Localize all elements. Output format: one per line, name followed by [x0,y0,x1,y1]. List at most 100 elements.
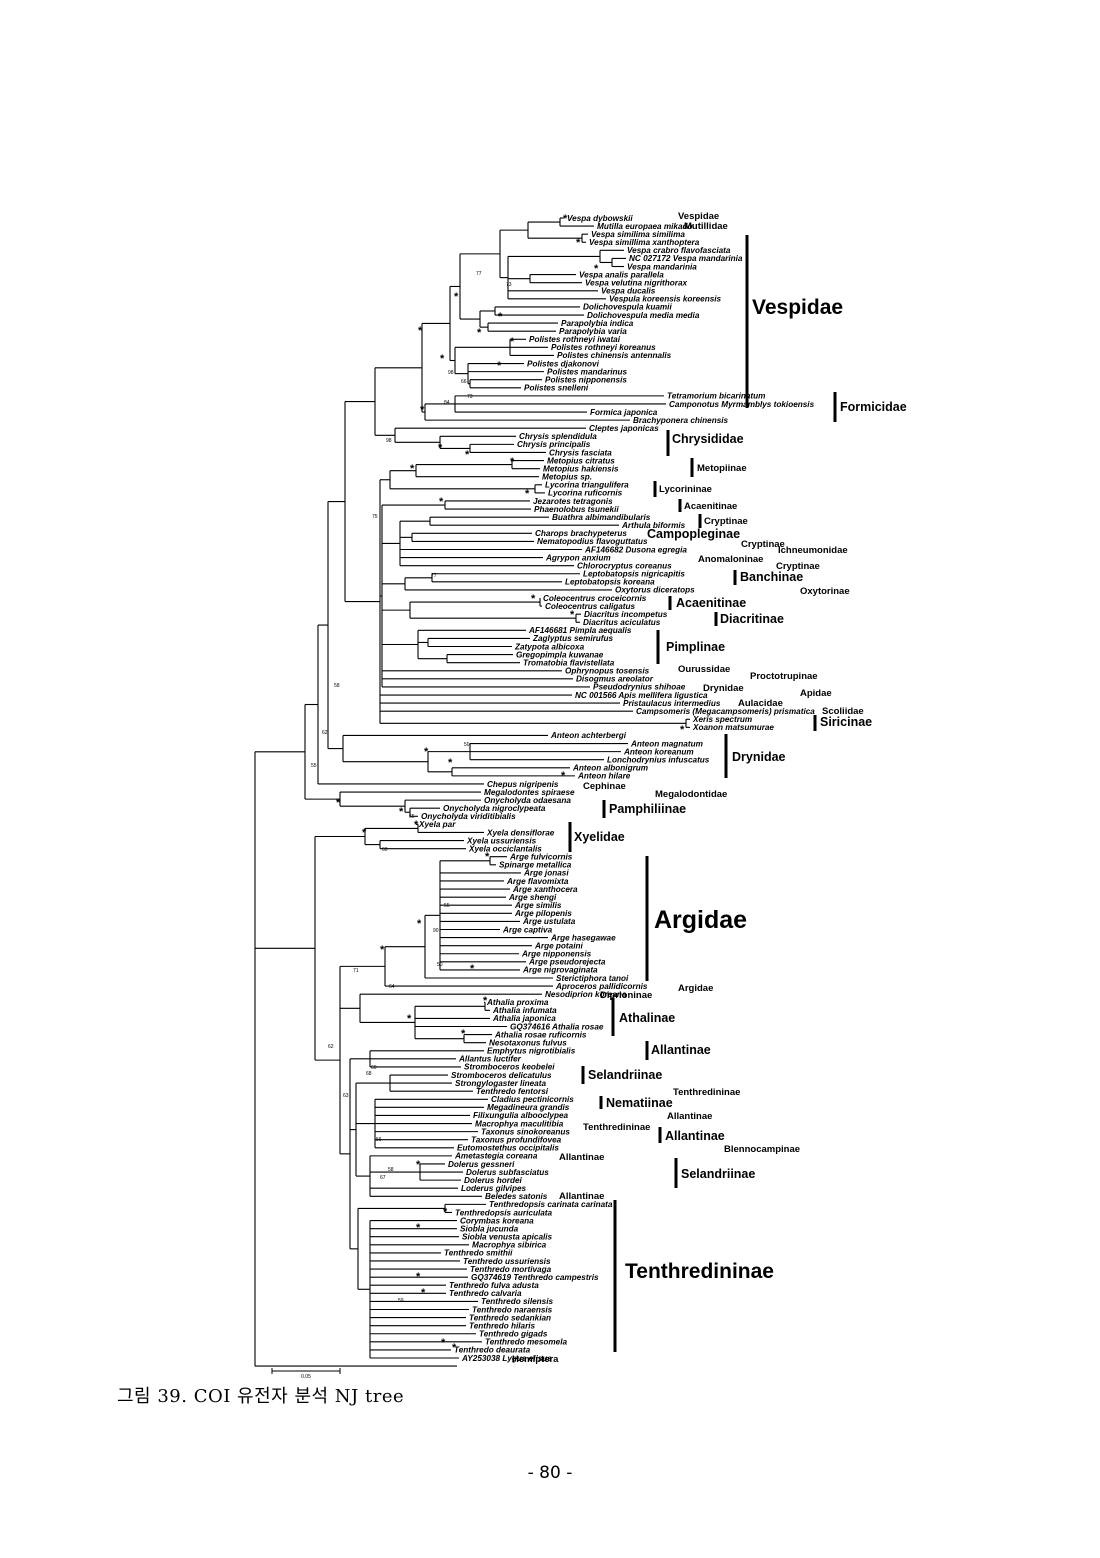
taxon-label: Sterictiphora tanoi [556,974,629,983]
taxon-label: Mutilla europaea mikado [597,222,693,231]
group-label: Allantinae [559,1191,604,1202]
taxon-label: Stromboceros keobelei [464,1063,555,1072]
asterisk-marker: * [416,1159,421,1171]
taxon-label: Macrophya sibirica [472,1241,547,1250]
taxon-label: Chrysis fasciata [549,448,612,457]
taxon-label: Tenthredo fentorsi [476,1087,549,1096]
group-label: Allantinae [665,1129,725,1143]
taxon-label: Jezarotes tetragonis [533,497,613,506]
support-value: 62 [322,730,328,736]
taxon-label: Nematopodius flavoguttatus [537,537,648,546]
taxon-label: Metopius hakiensis [543,464,619,473]
support-value: 55 [444,903,450,909]
group-label: Xyelidae [574,830,625,844]
taxon-label: Allantus luctifer [458,1055,522,1064]
group-label: Drynidae [703,683,744,694]
group-label: Campopleginae [647,527,740,541]
clade-bars [568,235,837,1352]
asterisk-marker: * [362,827,367,839]
support-value: 66 [461,379,467,385]
taxon-label: Taxonus profundifovea [471,1136,562,1145]
group-label: Metopiinae [697,463,747,474]
support-value: 60 [382,847,388,853]
asterisk-marker: * [498,311,503,323]
taxon-label: Tenthredopsis auriculata [455,1208,553,1217]
taxon-label: Xeris spectrum [692,715,752,724]
group-label: Selandriinae [588,1068,662,1082]
group-label: Argidae [678,983,713,994]
group-label: Cryptinae [776,561,820,572]
asterisk-marker: * [407,1013,412,1025]
group-label: Allantinae [559,1152,604,1163]
group-label: Siricinae [820,715,872,729]
taxon-label: Gregopimpla kuwanae [516,650,604,659]
taxon-label: Diacritus incompetus [584,610,668,619]
taxon-label: Camponotus Myrmamblys tokioensis [669,400,815,409]
taxon-label: Megalodontes spiraese [484,788,575,797]
taxon-label: Dolerus gessneri [448,1160,515,1169]
taxon-label: Beledes satonis [485,1192,548,1201]
asterisk-marker: * [483,995,488,1007]
taxon-label: Onycholyda viriditibialis [421,812,516,821]
asterisk-marker: * [438,442,443,454]
taxon-label: Taxonus sinokoreanus [481,1127,570,1136]
taxon-label: Parapolybia indica [561,319,634,328]
taxon-label: Tenthredo mesomela [485,1338,567,1347]
asterisk-marker: * [440,353,445,365]
taxon-label: Arge captiva [502,925,553,934]
taxon-label: Chrysis splendidula [519,432,597,441]
taxon-label: Vespa ducalis [601,287,656,296]
asterisk-marker: * [416,1271,421,1283]
asterisk-marker: * [485,851,490,863]
asterisk-marker: * [448,757,453,769]
taxon-label: Metopius sp. [542,473,592,482]
taxon-label: Aproceros pallidicornis [555,982,648,991]
asterisk-marker: * [465,449,470,461]
asterisk-marker: * [420,404,425,416]
asterisk-marker: * [336,797,341,809]
taxon-label: Coleocentrus croceicornis [543,594,647,603]
support-value: 60 [371,1065,377,1071]
taxon-label: Cleptes japonicas [589,424,659,433]
group-label: Tenthredininae [625,1260,774,1283]
taxon-label: Chlorocryptus coreanus [577,561,672,570]
taxon-label: Strongylogaster lineata [455,1079,546,1088]
group-label: Blennocampinae [724,1144,800,1155]
asterisk-marker: * [452,1342,457,1354]
group-label: Diprioninae [600,990,652,1001]
group-label: Oxytorinae [800,586,850,597]
taxon-label: Nesodiprion koreana [545,990,627,999]
taxon-label: Tenthredo gigads [479,1330,548,1339]
taxon-label: Buathra albimandibularis [552,513,651,522]
asterisk-marker: * [510,336,515,348]
group-label: Tenthredininae [583,1122,650,1133]
taxon-label: Stromboceros delicatulus [451,1071,552,1080]
taxon-label: Arge nigrovaginata [522,966,598,975]
asterisk-marker: * [497,360,502,372]
taxon-label: Emphytus nigrotibialis [487,1047,576,1056]
taxon-label: Anteon albonigrum [572,764,648,773]
group-label: Lycorininae [659,484,712,495]
taxon-label: Xoanon matsumurae [692,723,774,732]
support-value: 68 [366,1071,372,1077]
asterisk-marker: * [399,806,404,818]
taxon-label: Megadineura grandis [487,1103,570,1112]
taxon-label: Anteon achterbergi [550,731,627,740]
taxon-label: Polistes rothneyi koreanus [551,343,656,352]
scale-bar-label: 0.05 [301,1374,311,1380]
taxon-label: Chrysis principalis [517,440,591,449]
group-label: Cryptinae [704,516,748,527]
group-label: Selandriinae [681,1167,755,1181]
taxon-label: Arge similis [514,901,562,910]
group-label: Cryptinae [741,539,785,550]
taxon-label: Athalia infumata [492,1006,557,1015]
support-value: 65 [409,814,415,820]
asterisk-marker: * [531,593,536,605]
taxon-label: Vespa mandarinia [627,262,697,271]
taxon-label: Parapolybia varia [559,327,627,336]
taxon-label: Athalia rosae ruficornis [494,1030,587,1039]
taxon-label: Lycorina ruficornis [548,489,623,498]
taxon-label: Xyela occiclantalis [468,844,542,853]
taxon-label: Polistes chinensis antennalis [557,351,672,360]
